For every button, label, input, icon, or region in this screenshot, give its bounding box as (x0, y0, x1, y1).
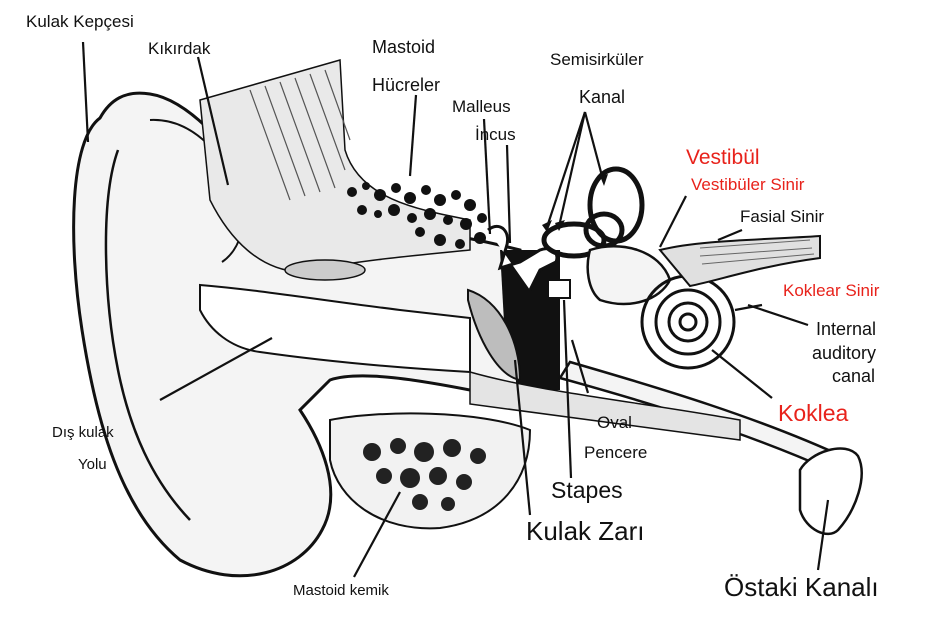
mastoid-cells (347, 182, 487, 249)
label-kulak-kepcesi: Kulak Kepçesi (26, 12, 134, 31)
leader-lines (81, 41, 830, 578)
label-dis-kulak: Dış kulak (52, 424, 114, 441)
nerve-striations (699, 239, 815, 265)
petrous-bone-lower (469, 371, 741, 441)
label-fasial-sinir: Fasial Sinir (740, 207, 825, 226)
label-koklea: Koklea (778, 400, 849, 426)
helix-fold (104, 149, 191, 521)
label-malleus: Malleus (452, 97, 511, 116)
semicircular-canals (541, 166, 645, 259)
ear-canal (199, 283, 471, 374)
label-hucreler: Hücreler (372, 75, 441, 95)
label-koklear-sinir: Koklear Sinir (783, 281, 880, 300)
label-mastoid-kemik: Mastoid kemik (293, 582, 389, 599)
label-kanal: Kanal (579, 87, 626, 107)
bone-hatching (249, 69, 351, 201)
label-canal: canal (832, 366, 876, 386)
canal-shading (284, 259, 366, 281)
label-auditory: auditory (812, 343, 877, 363)
label-stapes: Stapes (551, 477, 623, 503)
label-kikirdak: Kıkırdak (148, 39, 211, 58)
label-oval: Oval (597, 413, 632, 432)
label-yolu: Yolu (78, 456, 107, 473)
label-mastoid: Mastoid (372, 37, 436, 57)
label-pencere: Pencere (584, 443, 648, 462)
label-internal: Internal (816, 319, 877, 339)
arrowheads (542, 174, 608, 232)
stapes-shape (547, 279, 571, 299)
label-vestibul: Vestibül (686, 146, 760, 169)
label-semisirkuler: Semisirküler (550, 50, 644, 69)
label-vestibuler-sinir: Vestibüler Sinir (691, 175, 805, 194)
label-kulak-zari: Kulak Zarı (526, 516, 645, 546)
cochlea-spiral (640, 274, 736, 370)
tympanic-membrane (467, 288, 522, 382)
eustachian-opening (798, 447, 863, 536)
ossicle-chain (487, 224, 559, 291)
mastoid-process (329, 412, 532, 530)
mastoid-process-cells (363, 438, 486, 511)
label-ostaki-kanali: Östaki Kanalı (724, 572, 879, 602)
label-incus: İncus (475, 125, 516, 144)
vestibule-body (586, 245, 672, 306)
